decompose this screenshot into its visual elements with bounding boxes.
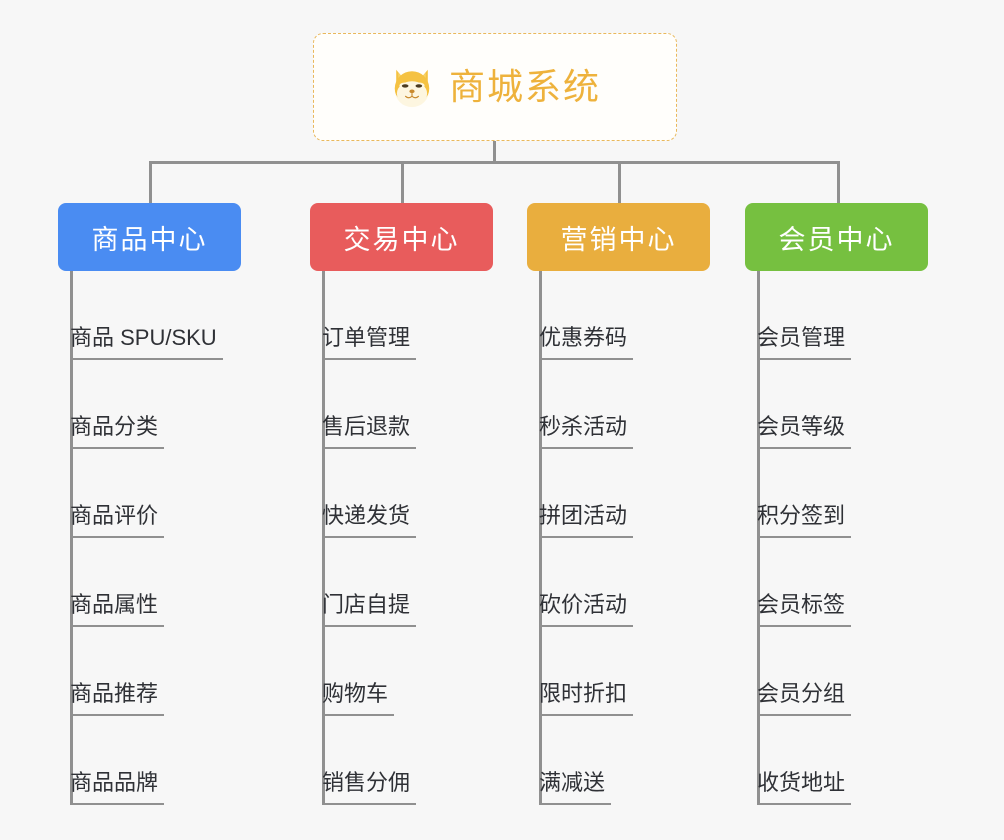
root-title: 商城系统 (448, 66, 601, 107)
list-item[interactable]: 商品分类 (70, 360, 223, 449)
item-label: 积分签到 (757, 505, 852, 538)
item-label: 售后退款 (322, 416, 417, 449)
list-item[interactable]: 拼团活动 (539, 449, 634, 538)
category-column-member: 会员中心 会员管理 会员等级 积分签到 会员标签 会员分组 收货地址 (745, 203, 928, 805)
column-spine (539, 271, 542, 805)
item-label: 限时折扣 (539, 683, 634, 716)
drop-connector-3 (618, 161, 621, 203)
list-item[interactable]: 收货地址 (757, 716, 852, 805)
category-header-trade[interactable]: 交易中心 (310, 203, 493, 271)
column-spine (757, 271, 760, 805)
item-label: 商品属性 (70, 594, 165, 627)
list-item[interactable]: 门店自提 (322, 538, 417, 627)
item-label: 满减送 (539, 772, 612, 805)
item-label: 购物车 (322, 683, 395, 716)
list-item[interactable]: 会员管理 (757, 271, 852, 360)
item-label: 会员管理 (757, 327, 852, 360)
item-list: 优惠券码 秒杀活动 拼团活动 砍价活动 限时折扣 满减送 (539, 271, 634, 805)
list-item[interactable]: 会员等级 (757, 360, 852, 449)
list-item[interactable]: 限时折扣 (539, 627, 634, 716)
list-item[interactable]: 商品推荐 (70, 627, 223, 716)
item-list: 商品 SPU/SKU 商品分类 商品评价 商品属性 商品推荐 商品品牌 (70, 271, 223, 805)
item-label: 会员标签 (757, 594, 852, 627)
list-item[interactable]: 满减送 (539, 716, 633, 805)
category-label: 商品中心 (91, 224, 208, 255)
category-column-product: 商品中心 商品 SPU/SKU 商品分类 商品评价 商品属性 商品推荐 商品品牌 (58, 203, 241, 805)
item-label: 销售分佣 (322, 772, 417, 805)
list-item[interactable]: 商品属性 (70, 538, 223, 627)
list-item[interactable]: 砍价活动 (539, 538, 634, 627)
item-label: 门店自提 (322, 594, 417, 627)
horizontal-bus-connector (149, 161, 840, 164)
list-item[interactable]: 商品评价 (70, 449, 223, 538)
item-label: 秒杀活动 (539, 416, 634, 449)
list-item[interactable]: 优惠券码 (539, 271, 634, 360)
item-label: 商品品牌 (70, 772, 165, 805)
category-header-member[interactable]: 会员中心 (745, 203, 928, 271)
list-item[interactable]: 订单管理 (322, 271, 417, 360)
drop-connector-4 (837, 161, 840, 203)
item-label: 订单管理 (322, 327, 417, 360)
list-item[interactable]: 商品 SPU/SKU (70, 271, 223, 360)
list-item[interactable]: 售后退款 (322, 360, 417, 449)
category-label: 交易中心 (343, 224, 460, 255)
root-stem-connector (493, 141, 496, 163)
item-label: 商品 SPU/SKU (70, 327, 223, 360)
shiba-dog-face-icon (394, 69, 430, 108)
category-header-product[interactable]: 商品中心 (58, 203, 241, 271)
item-list: 订单管理 售后退款 快递发货 门店自提 购物车 销售分佣 (322, 271, 417, 805)
item-label: 商品分类 (70, 416, 165, 449)
category-label: 营销中心 (560, 224, 677, 255)
list-item[interactable]: 快递发货 (322, 449, 417, 538)
item-label: 会员等级 (757, 416, 852, 449)
item-label: 快递发货 (322, 505, 417, 538)
list-item[interactable]: 会员分组 (757, 627, 852, 716)
item-label: 拼团活动 (539, 505, 634, 538)
item-label: 砍价活动 (539, 594, 634, 627)
item-label: 收货地址 (757, 772, 852, 805)
item-label: 会员分组 (757, 683, 852, 716)
list-item[interactable]: 会员标签 (757, 538, 852, 627)
category-header-marketing[interactable]: 营销中心 (527, 203, 710, 271)
category-label: 会员中心 (778, 224, 895, 255)
item-label: 优惠券码 (539, 327, 634, 360)
category-column-marketing: 营销中心 优惠券码 秒杀活动 拼团活动 砍价活动 限时折扣 满减送 (527, 203, 710, 805)
list-item[interactable]: 购物车 (322, 627, 416, 716)
column-spine (322, 271, 325, 805)
column-spine (70, 271, 73, 805)
list-item[interactable]: 秒杀活动 (539, 360, 634, 449)
list-item[interactable]: 商品品牌 (70, 716, 223, 805)
drop-connector-1 (149, 161, 152, 203)
list-item[interactable]: 销售分佣 (322, 716, 417, 805)
drop-connector-2 (401, 161, 404, 203)
root-node[interactable]: 商城系统 (313, 33, 677, 141)
item-list: 会员管理 会员等级 积分签到 会员标签 会员分组 收货地址 (757, 271, 852, 805)
item-label: 商品评价 (70, 505, 165, 538)
category-column-trade: 交易中心 订单管理 售后退款 快递发货 门店自提 购物车 销售分佣 (310, 203, 493, 805)
list-item[interactable]: 积分签到 (757, 449, 852, 538)
item-label: 商品推荐 (70, 683, 165, 716)
